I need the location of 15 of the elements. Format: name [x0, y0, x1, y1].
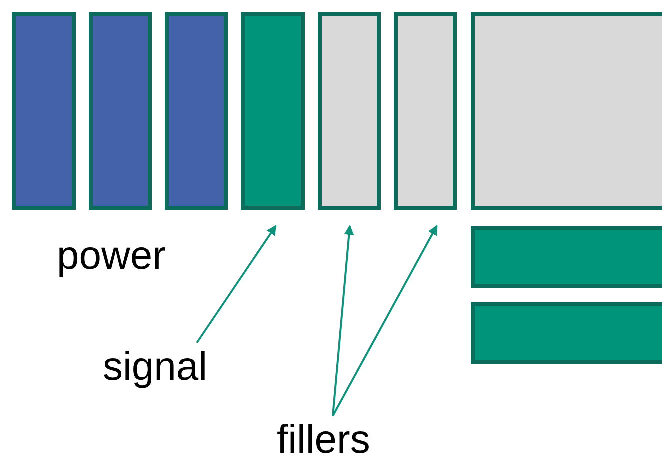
bar-block — [471, 302, 662, 364]
bar-block — [89, 12, 152, 210]
bar-block — [471, 226, 662, 288]
leader-line — [332, 225, 438, 416]
bar-block — [394, 12, 457, 210]
bar-block — [318, 12, 381, 210]
callout-text: fillers — [277, 420, 370, 460]
group-label: power — [57, 236, 166, 276]
leader-line — [196, 225, 277, 344]
bar-block — [241, 12, 305, 210]
callout-text: signal — [103, 347, 208, 387]
bar-block — [471, 12, 662, 210]
leader-line — [332, 225, 354, 416]
bar-block — [12, 12, 76, 210]
bar-block — [165, 12, 228, 210]
